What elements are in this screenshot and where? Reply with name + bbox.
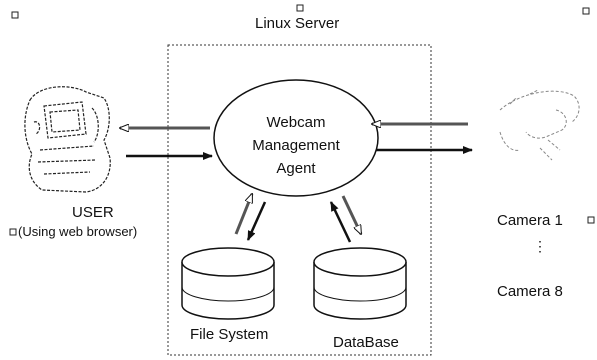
filesystem-cylinder [181,247,275,320]
filesystem-label: File System [190,326,269,343]
arrow-agent-to-filesystem [246,201,267,241]
agent-label-line1: Webcam [266,114,326,131]
user-sublabel-marker [9,228,17,236]
camera-ellipsis: ⋮ [533,238,547,254]
database-label: DataBase [333,334,399,351]
camera-last-label: Camera 8 [497,283,563,300]
user-label: USER [72,204,114,221]
arrow-filesystem-to-agent [234,194,254,235]
camera-first-label: Camera 1 [497,212,563,229]
arrow-agent-to-database [341,195,363,234]
agent-label-line2: Management [252,137,340,154]
agent-label-line3: Agent [276,160,316,177]
corner-marker-top-right [582,7,590,15]
marker-top-center [296,4,304,12]
arrow-database-to-agent [329,201,352,243]
server-title: Linux Server [255,15,340,32]
camera-icon [499,89,580,161]
corner-marker-top-left [11,11,19,19]
user-sublabel: (Using web browser) [18,224,138,239]
user-computer-icon [24,86,111,193]
linux-server-boundary [167,44,432,356]
database-cylinder [313,247,407,320]
camera-label-marker [587,216,595,224]
agent-ellipse [213,79,379,197]
